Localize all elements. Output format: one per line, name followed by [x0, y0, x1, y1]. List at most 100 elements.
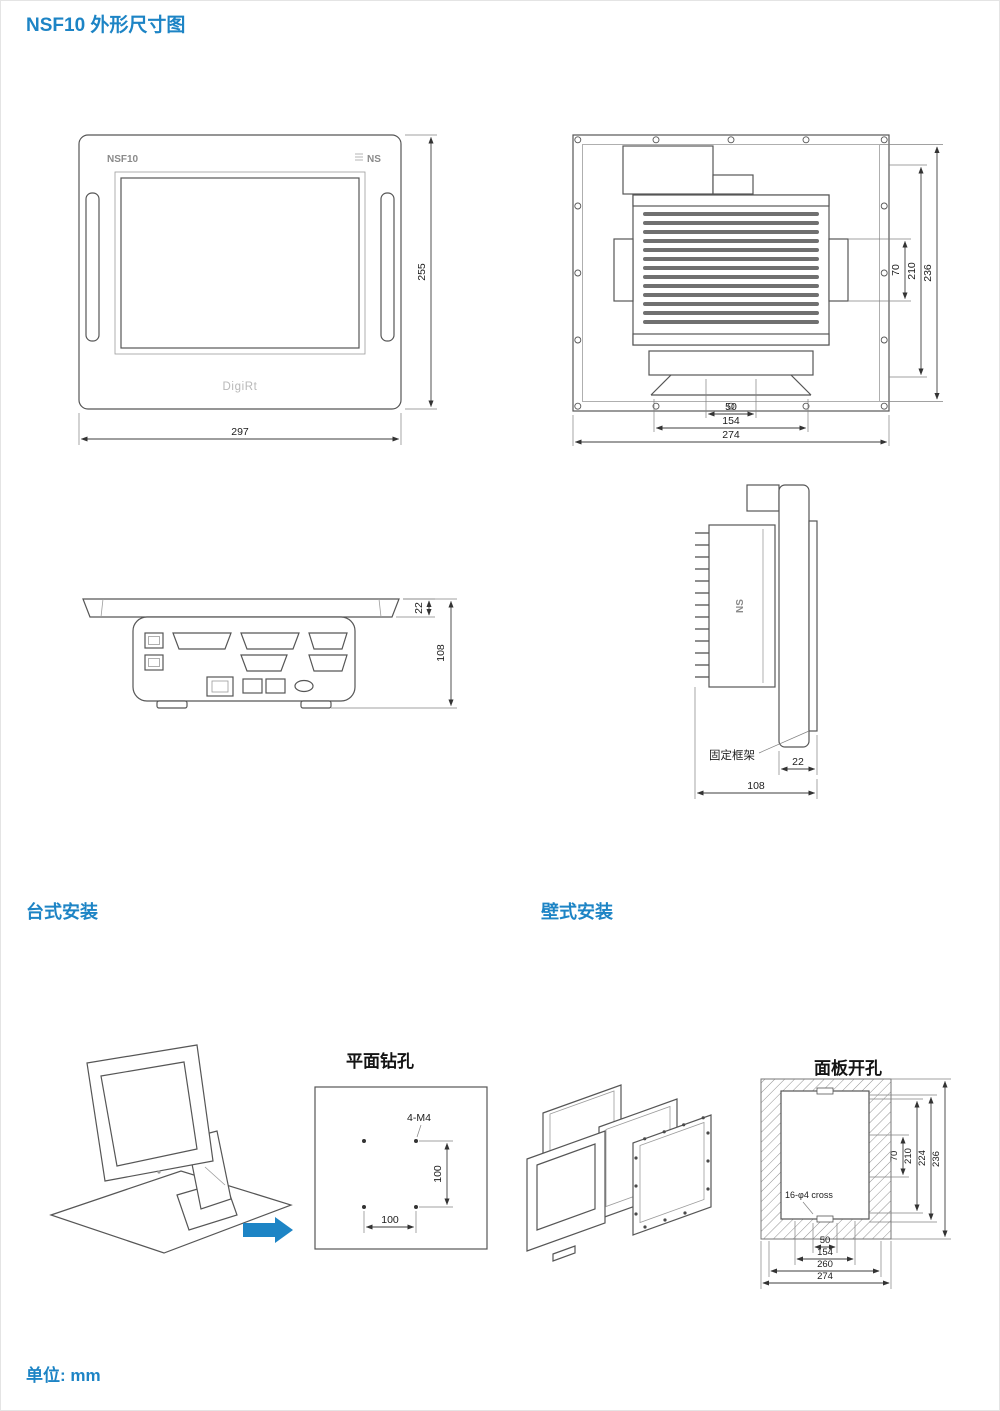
frame-label: 固定框架: [709, 748, 755, 762]
dim-width-297: 297: [78, 413, 402, 445]
top-bracket: [622, 145, 714, 195]
dim-label: 22: [792, 756, 804, 768]
drill-holes: [362, 1139, 418, 1209]
dim-label: 50: [725, 401, 737, 413]
page-title: NSF10 外形尺寸图: [26, 15, 186, 36]
dim-label: 70: [889, 1151, 900, 1162]
dim-label: 236: [922, 264, 934, 282]
dim-label: 260: [817, 1259, 833, 1270]
rear-housing: [572, 134, 890, 412]
db15-port: [240, 654, 288, 672]
dim-label: 154: [722, 415, 740, 427]
heatsink: [632, 194, 830, 346]
right-handle: [380, 192, 395, 342]
bottom-body: [82, 598, 400, 709]
brand-logo: NS: [367, 154, 381, 165]
top-tab: [746, 484, 780, 512]
brand-logo: NS: [735, 599, 746, 613]
logo-dot: [157, 1170, 161, 1174]
side-body: NS: [695, 484, 818, 748]
ethernet-port: [206, 676, 234, 697]
db25-port: [172, 632, 232, 650]
dim-label: 255: [416, 263, 428, 281]
dim-depth-108: 108: [694, 687, 818, 799]
screw-frame: [632, 1114, 712, 1236]
ns-logo-icon: [355, 153, 363, 161]
dim-label: 70: [890, 264, 902, 276]
dim-thickness-22: 22: [778, 735, 818, 775]
dim-horizontal-100: 100: [363, 1211, 417, 1233]
dim-h-260: 260: [768, 1241, 882, 1277]
dim-v-210: 210: [869, 1098, 923, 1214]
top-bracket-tab: [712, 174, 754, 195]
front-panel-body: NSF10 NS DigiRt: [78, 134, 402, 410]
drill-pattern-title: 平面钻孔: [346, 1052, 414, 1071]
dim-label: 100: [381, 1214, 399, 1226]
connectors: [144, 632, 348, 697]
left-handle: [85, 192, 100, 342]
fixing-frame: [808, 520, 818, 732]
bottom-view-drawing: 22 108: [82, 598, 457, 709]
dim-width-274: 274: [572, 415, 890, 446]
panel-base-tab: [552, 1245, 576, 1262]
dim-label: 297: [231, 426, 249, 438]
bottom-bracket: [648, 350, 814, 376]
drill-pattern-drawing: 4-M4 100 100: [314, 1086, 488, 1250]
dim-label: 108: [435, 644, 447, 662]
front-view-drawing: NSF10 NS DigiRt 255 297: [78, 134, 437, 445]
foot: [300, 700, 332, 709]
dim-label: 22: [413, 602, 425, 614]
dim-h-50: 50: [812, 1223, 838, 1253]
db25-port: [240, 632, 300, 650]
cutout-notch: [816, 1087, 834, 1095]
hole-spec-callout: 4-M4: [407, 1112, 431, 1138]
digirt-logo: DigiRt: [223, 381, 258, 393]
fixing-frame-callout: 固定框架: [709, 730, 810, 762]
model-label: NSF10: [107, 154, 139, 165]
screen-exploded: [536, 1143, 596, 1231]
desktop-mount-heading: 台式安装: [26, 902, 98, 922]
db9-port: [308, 654, 348, 672]
bottom-bracket-base: [650, 374, 812, 396]
dim-vertical-100: 100: [419, 1140, 453, 1208]
screen: [120, 177, 360, 349]
dim-thickness-22: 22: [396, 598, 435, 618]
dim-width-154: 154: [653, 399, 809, 432]
dim-label: 224: [917, 1150, 928, 1166]
side-view-drawing: NS 固定框架 22 108: [694, 484, 818, 799]
dim-label: 50: [820, 1235, 831, 1246]
display-panel-edge: [82, 598, 400, 618]
usb-port: [265, 678, 286, 694]
dim-width-50: 50: [705, 379, 757, 418]
rear-view-drawing: 70 210 236 50 154 274: [572, 134, 943, 446]
dim-label: 108: [747, 780, 765, 792]
desk-surface: [49, 1170, 293, 1254]
flow-arrow-icon: [243, 1217, 293, 1243]
dim-height-70: 70: [848, 238, 911, 302]
dim-v-70: 70: [869, 1134, 909, 1178]
dim-h-274: 274: [760, 1241, 892, 1289]
dim-label: 100: [432, 1165, 444, 1183]
io-housing: [132, 616, 356, 702]
dim-height-255: 255: [405, 134, 437, 410]
cutout-notch: [816, 1215, 834, 1223]
dim-label: 210: [906, 262, 918, 280]
cutout-opening: [780, 1090, 870, 1220]
dim-label: 154: [817, 1247, 833, 1258]
wall-mount-heading: 壁式安装: [541, 902, 613, 922]
drill-plate: [314, 1086, 488, 1250]
io-housing-side: [708, 524, 776, 688]
db9-port: [308, 632, 348, 650]
dim-height-236: 236: [880, 144, 943, 402]
dim-label: 236: [931, 1151, 942, 1167]
hole-spec-label: 16-φ4 cross: [785, 1190, 833, 1200]
dim-v-224: 224: [869, 1094, 937, 1223]
dim-height-210: 210: [889, 164, 927, 378]
panel-cutout-drawing: 16-φ4 cross 70 210 224 236 50: [760, 1078, 951, 1289]
dim-label: 274: [722, 429, 740, 441]
dim-label: 274: [817, 1271, 833, 1282]
dim-label: 210: [903, 1148, 914, 1164]
dim-v-236: 236: [891, 1078, 951, 1240]
right-clamp: [828, 238, 849, 302]
